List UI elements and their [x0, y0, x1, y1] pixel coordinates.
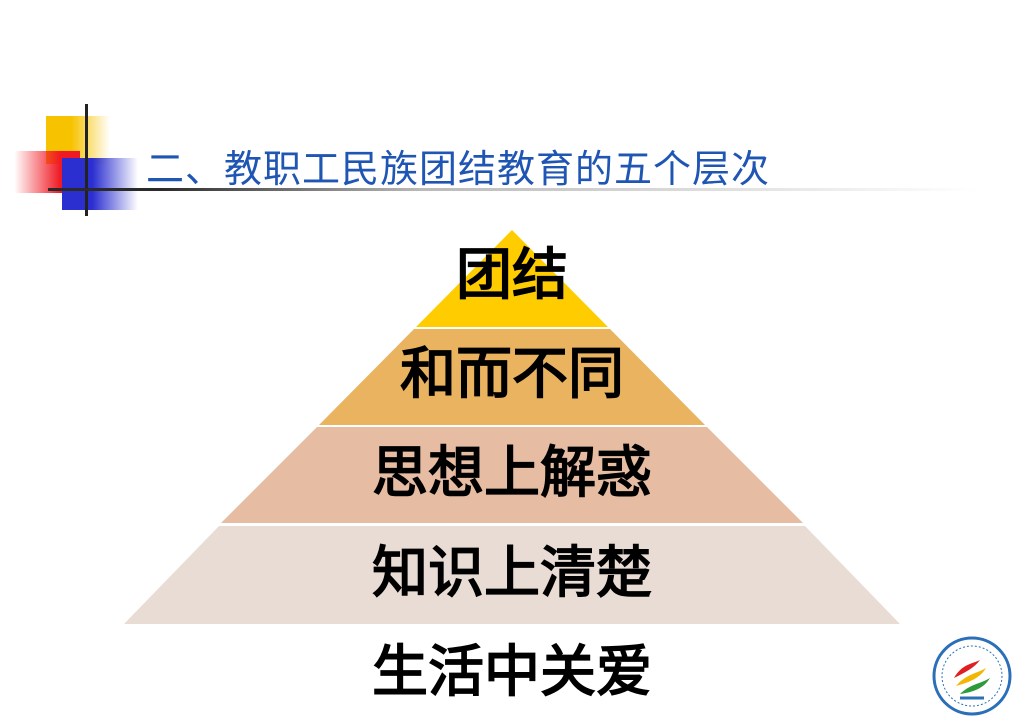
pyramid-label-unity: 团结: [456, 243, 568, 308]
slide-title: 二、教职工民族团结教育的五个层次: [146, 147, 771, 191]
school-emblem-icon: [932, 636, 1012, 716]
pyramid-tier-2: [319, 329, 705, 425]
pyramid-label-harmony: 和而不同: [400, 342, 624, 407]
decor-blue-square: [62, 158, 138, 210]
pyramid-label-life: 生活中关爱: [372, 640, 652, 705]
pyramid-label-thought: 思想上解惑: [372, 441, 652, 506]
pyramid-tier-4: [124, 526, 900, 624]
pyramid-tier-3: [221, 427, 803, 523]
pyramid-label-knowledge: 知识上清楚: [372, 541, 652, 606]
pyramid-tier-1: [416, 230, 608, 327]
decor-vertical-line: [85, 104, 88, 216]
title-underline: [48, 188, 978, 191]
